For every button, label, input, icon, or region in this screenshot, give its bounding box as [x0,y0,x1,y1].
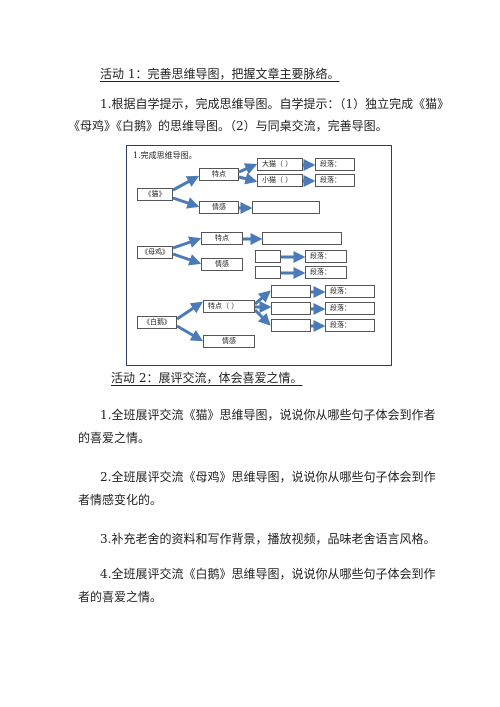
goose-trait-answer-box-2 [271,302,311,315]
activity2-item4-line2: 者的喜爱之情。 [78,590,163,604]
activity2-item4-line1: 4.全班展评交流《白鹅》思维导图，说说你从哪些句子体会到作 [100,567,436,581]
cat-emotion-box: 情感 [199,201,239,214]
mind-map-figure: 1.完成思维导图。 《猫》 特点 大猫（ ） 小猫（ ） 段落： 段落： 情感 … [126,145,392,366]
arrow-trait-to-bigcat [238,163,258,175]
goose-para-box-1: 段落： [325,285,375,298]
activity2-item1-line1: 1.全班展评交流《猫》思维导图，说说你从哪些句子体会到作者 [100,408,436,422]
cat-emotion-answer-box [252,201,320,214]
activity2-item2-line2: 者情感变化的。 [78,493,163,507]
cat-bigcat-box: 大猫（ ） [257,158,303,171]
cat-trait-box: 特点 [199,168,239,181]
arrow-cat-to-emotion [172,196,200,209]
arrow-goose-trait-down [253,308,271,326]
cat-smallcat-box: 小猫（ ） [257,174,303,187]
goose-trait-box: 特点（ ） [203,300,255,313]
hen-para-box-1: 段落： [305,250,347,263]
arrow-trait-to-smallcat [238,172,258,185]
activity2-title: 活动 2：展评交流，体会喜爱之情。 [111,371,303,385]
hen-trait-answer-box [262,232,342,245]
mind-map-header: 1.完成思维导图。 [133,151,197,160]
hen-para-box-2: 段落： [305,266,347,279]
hen-trait-box: 特点 [201,232,243,245]
hen-emotion-answer-box-2 [255,266,281,279]
goose-emotion-box: 情感 [203,335,255,348]
activity1-instruction-line2: 《母鸡》《白鹅》的思维导图。（2）与同桌交流，完善导图。 [68,119,388,133]
arrow-goose-to-emotion [176,324,204,342]
cat-root-box: 《猫》 [137,188,173,201]
hen-emotion-answer-box-1 [255,250,281,263]
activity1-title: 活动 1：完善思维导图，把握文章主要脉络。 [100,67,340,81]
arrow-cat-to-trait [172,175,200,192]
goose-para-box-3: 段落： [325,319,375,332]
activity1-instruction-line1: 1.根据自学提示，完成思维导图。自学提示：（1）独立完成《猫》 [100,97,450,111]
arrow-goose-to-trait [176,301,203,321]
mind-map-arrows [172,159,326,342]
activity2-item3: 3.补充老舍的资料和写作背景，播放视频，品味老舍语言风格。 [100,532,436,546]
goose-trait-answer-box-3 [271,319,311,332]
activity2-item1-line2: 的喜爱之情。 [78,431,151,445]
cat-para-box-2: 段落： [315,174,355,187]
goose-trait-answer-box-1 [271,285,311,298]
goose-para-box-2: 段落： [325,302,375,315]
hen-emotion-box: 情感 [201,258,243,271]
hen-root-box: 《母鸡》 [137,246,173,259]
cat-para-box-1: 段落： [315,158,355,171]
arrow-goose-trait-up [254,290,271,306]
arrow-hen-to-emotion [172,252,202,266]
goose-root-box: 《白鹅》 [137,316,177,329]
arrow-hen-to-trait [172,236,202,250]
activity2-item2-line1: 2.全班展评交流《母鸡》思维导图，说说你从哪些句子体会到作 [100,470,436,484]
